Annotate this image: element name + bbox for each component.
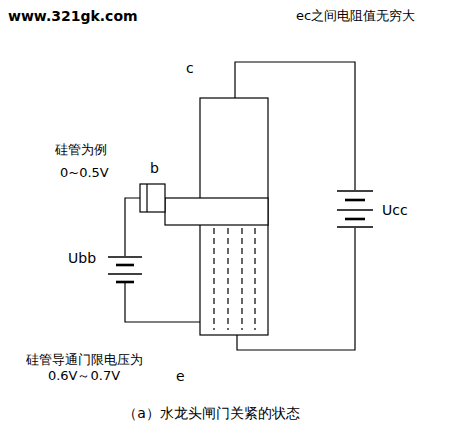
note: 硅管为例 xyxy=(55,142,107,158)
base-terminal xyxy=(140,184,165,212)
voltage-label: 0~0.5V xyxy=(60,165,109,181)
base-gate xyxy=(165,198,268,225)
terminal-label: c xyxy=(186,60,194,78)
wire xyxy=(125,283,200,322)
wire xyxy=(235,62,355,190)
wire xyxy=(125,198,140,256)
terminal-label: b xyxy=(150,160,159,178)
caption: （a）水龙头闸门关紧的状态 xyxy=(123,405,300,423)
source-label: Ucc xyxy=(382,202,408,220)
wire xyxy=(237,228,355,350)
battery-symbol xyxy=(337,191,373,227)
base-terminal-line xyxy=(146,184,147,212)
battery-symbol xyxy=(108,257,142,282)
channel-lines xyxy=(214,228,255,330)
note: ec之间电阻值无穷大 xyxy=(296,8,415,24)
terminal-label: e xyxy=(176,368,185,386)
note: 硅管导通门限电压为 0.6V～0.7V xyxy=(14,352,154,385)
watermark: www.321gk.com xyxy=(8,8,138,26)
source-label: Ubb xyxy=(68,250,96,268)
